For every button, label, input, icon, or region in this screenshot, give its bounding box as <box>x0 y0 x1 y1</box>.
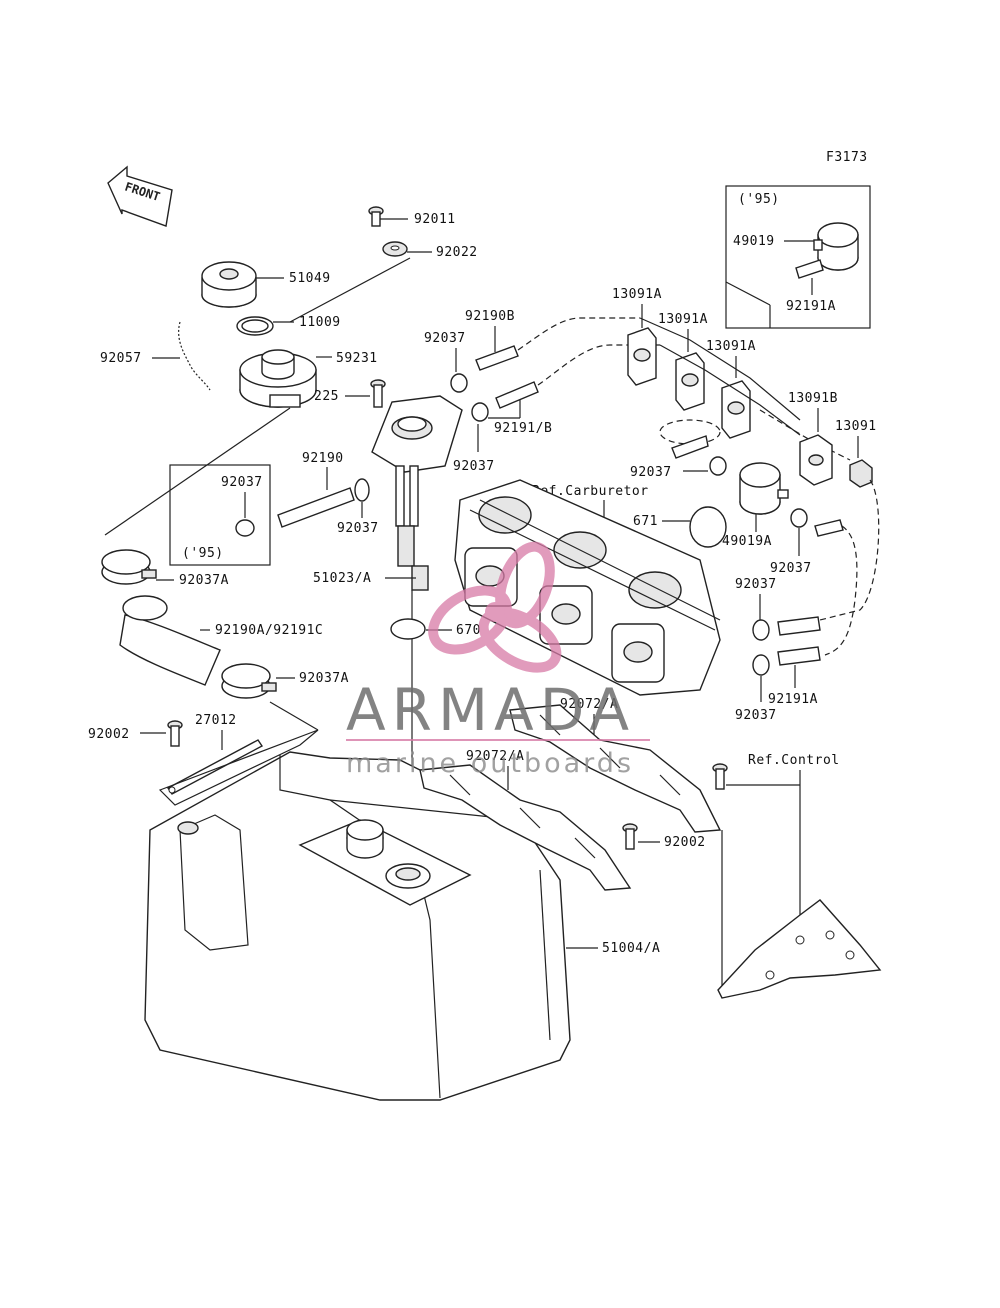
label-11009: 11009 <box>299 315 341 330</box>
label-92011: 92011 <box>414 212 456 227</box>
hose-92191A-inset-icon <box>795 259 824 279</box>
clip-13091A-2-icon <box>675 352 705 411</box>
fuel-filter-49019-icon <box>813 222 859 271</box>
fuel-tank-51004A-icon <box>144 751 571 1101</box>
label-92190: 92190 <box>302 451 344 466</box>
label-671: 671 <box>633 514 658 529</box>
figure-code: F3173 <box>826 150 868 165</box>
label-92037-h: 92037 <box>735 708 777 723</box>
clip-13091A-1-icon <box>627 327 657 386</box>
clamp-92037-a-icon <box>450 373 468 393</box>
armada-watermark: ARMADA marine outboards <box>346 541 650 779</box>
label-13091A-2: 13091A <box>658 312 708 327</box>
hose-92191B-icon <box>495 381 539 409</box>
propeller-logo-icon <box>428 541 562 673</box>
inset-95-left <box>169 464 271 566</box>
label-51049: 51049 <box>289 271 331 286</box>
control-plate-icon <box>717 899 882 999</box>
clamp-92037-d-icon <box>235 519 255 537</box>
label-13091B: 13091B <box>788 391 838 406</box>
label-92002-a: 92002 <box>88 727 130 742</box>
label-51023A: 51023/A <box>313 571 371 586</box>
o-ring-11009-icon <box>236 316 294 336</box>
label-27012: 27012 <box>195 713 237 728</box>
clamp-92037-b-icon <box>471 402 489 422</box>
clip-13091B-icon <box>799 434 833 486</box>
label-92002-b: 92002 <box>664 835 706 850</box>
label-92022: 92022 <box>436 245 478 260</box>
clamp-92037-g-icon <box>752 619 770 641</box>
hose-upper-right-icon <box>777 616 821 636</box>
clamp-92037-f-icon <box>790 508 808 528</box>
clamp-92037-c-icon <box>354 478 370 502</box>
label-92037A-2: 92037A <box>299 671 349 686</box>
hose-92191A-icon <box>777 646 821 666</box>
label-92072A-2: 92072/A <box>466 749 524 764</box>
filler-neck-59231-icon <box>239 349 332 408</box>
bolt-92002-b-icon <box>622 823 638 850</box>
bolt-92002-a-icon <box>167 720 183 747</box>
washer-92022-icon <box>382 241 432 257</box>
hose-92190-icon <box>277 487 355 528</box>
clip-13091A-3-icon <box>721 380 751 439</box>
fuel-valve-51023-icon <box>371 395 463 1100</box>
label-92072A-1: 92072/A <box>560 697 618 712</box>
label-59231: 59231 <box>336 351 378 366</box>
screw-225-icon <box>370 379 386 408</box>
bolt-92011-icon <box>368 206 408 227</box>
leader-neck-to-clamp <box>104 407 291 536</box>
bracket-92072A-2-icon <box>419 764 632 891</box>
label-92037-b: 92037 <box>453 459 495 474</box>
ref-carburetor-label: Ref.Carburetor <box>532 484 649 499</box>
label-92037-a: 92037 <box>424 331 466 346</box>
inset-95-left-label: ('95) <box>182 546 224 561</box>
label-92037-e: 92037 <box>630 465 672 480</box>
label-92191A-1: 92191A <box>786 299 836 314</box>
label-92190B: 92190B <box>465 309 515 324</box>
elbow-hose-92190A-icon <box>119 595 221 686</box>
label-92037A-1: 92037A <box>179 573 229 588</box>
strap-92057-icon <box>152 321 211 391</box>
watermark-brand: ARMADA <box>346 676 635 744</box>
hose-92190B-icon <box>475 345 519 371</box>
label-92191B: 92191/B <box>494 421 552 436</box>
label-13091: 13091 <box>835 419 877 434</box>
label-49019A: 49019A <box>722 534 772 549</box>
label-670: 670 <box>456 623 481 638</box>
fuel-filter-49019A-icon <box>739 462 789 532</box>
clamp-92037A-upper-icon <box>101 549 174 585</box>
inset-95-right-label: ('95) <box>738 192 780 207</box>
label-13091A-3: 13091A <box>706 339 756 354</box>
watermark-tagline: marine outboards <box>346 748 634 779</box>
label-49019: 49019 <box>733 234 775 249</box>
leader-92022 <box>289 257 411 323</box>
carburetor-assembly-icon <box>454 479 721 696</box>
filler-cap-51049-icon <box>201 261 284 308</box>
label-92190A: 92190A/92191C <box>215 623 323 638</box>
clip-13091-icon <box>849 459 873 488</box>
inset-95-right <box>725 185 871 329</box>
label-13091A-1: 13091A <box>612 287 662 302</box>
label-92037-g: 92037 <box>735 577 777 592</box>
label-92037-c: 92037 <box>337 521 379 536</box>
band-27012-icon <box>166 739 264 795</box>
ref-control-label: Ref.Control <box>748 753 840 768</box>
label-225: 225 <box>314 389 339 404</box>
label-92037-d: 92037 <box>221 475 263 490</box>
clamp-92037-h-icon <box>752 654 770 676</box>
label-92057: 92057 <box>100 351 142 366</box>
label-92037-f: 92037 <box>770 561 812 576</box>
label-51004A: 51004/A <box>602 941 660 956</box>
label-92191A-2: 92191A <box>768 692 818 707</box>
o-ring-670-icon <box>390 618 426 640</box>
front-arrow-icon: FRONT <box>107 165 173 227</box>
clamp-92037-e-icon <box>709 456 727 476</box>
bolt-92002-c-icon <box>712 763 728 790</box>
clamp-92037A-lower-icon <box>221 663 295 699</box>
o-ring-671-icon <box>689 506 727 548</box>
